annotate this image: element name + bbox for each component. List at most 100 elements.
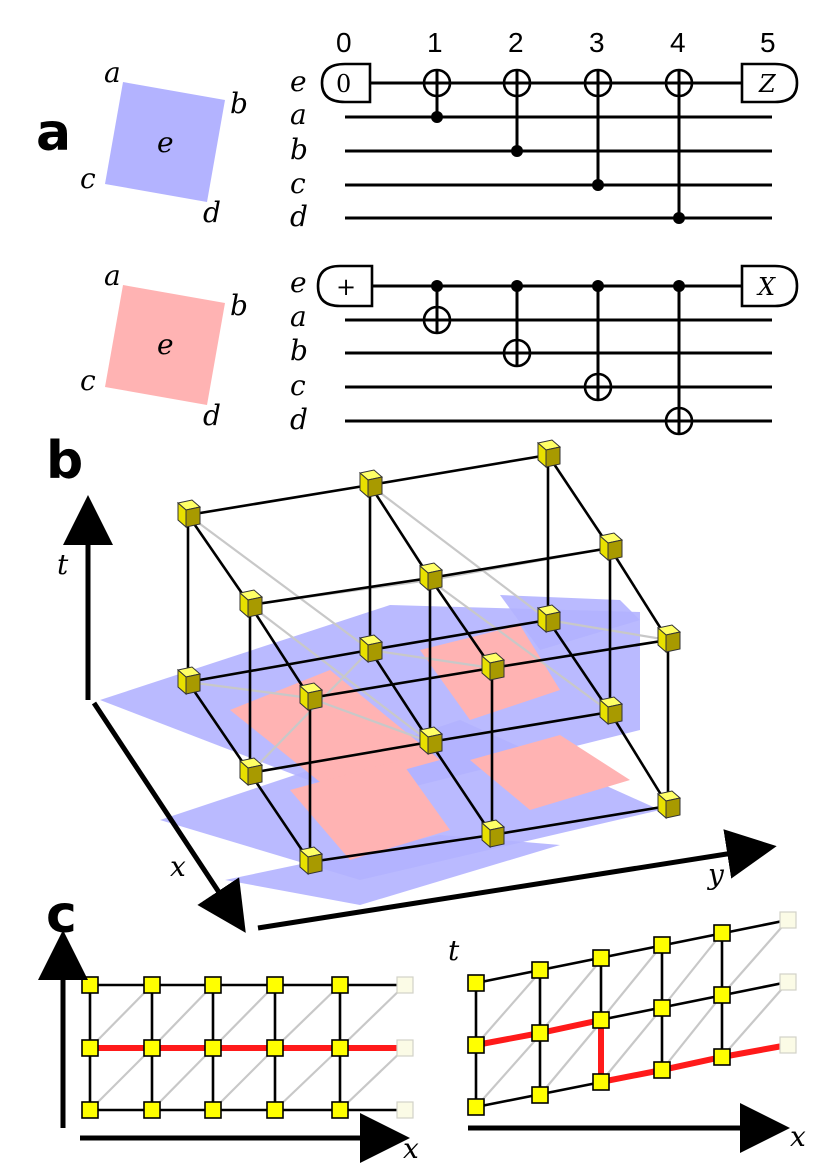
boundary-node: [396, 976, 414, 994]
lattice-node: [176, 499, 202, 529]
init-zero-gate-label: 0: [336, 70, 351, 98]
x-axis-label: x: [403, 1132, 419, 1165]
cnot-gate: [502, 280, 532, 368]
lattice-node: [266, 1039, 284, 1057]
measure-z-gate: [740, 62, 799, 104]
lattice-node: [653, 936, 671, 954]
plaquette-corner-a: a: [104, 56, 121, 89]
spacetime-lattice-3d: t x y: [57, 439, 777, 933]
plaquette-corner-c: c: [80, 364, 96, 397]
lattice-nodes: [467, 911, 797, 1116]
lattice-nodes: [176, 439, 682, 876]
boundary-node: [779, 973, 797, 991]
lattice-node: [531, 961, 549, 979]
lattice-node: [266, 1101, 284, 1119]
lattice-node: [467, 1036, 485, 1054]
panel-label-c: c: [46, 885, 77, 945]
init-plus-gate-label: +: [336, 273, 356, 301]
lattice-node: [598, 532, 624, 562]
lattice-node: [238, 757, 264, 787]
lattice-node: [204, 1101, 222, 1119]
lattice-node: [266, 976, 284, 994]
wire-label-d: d: [290, 200, 308, 233]
wire-label-b: b: [290, 133, 308, 166]
lattice-node: [331, 976, 349, 994]
lattice-node: [480, 819, 506, 849]
lattice-node: [531, 1024, 549, 1042]
cnot-gate: [422, 280, 452, 335]
lattice-node: [592, 1011, 610, 1029]
lattice-node: [418, 726, 444, 756]
lattice-node: [331, 1101, 349, 1119]
t-axis-label: t: [60, 938, 72, 971]
wire-label-c: c: [290, 167, 306, 200]
lattice-node: [298, 682, 324, 712]
blue-plaquette-square: [105, 82, 225, 202]
wire-label-a: a: [290, 300, 307, 333]
step-label: 2: [508, 27, 524, 58]
blue-plaquette: a b c d e: [80, 56, 248, 229]
wire-label-e: e: [290, 266, 307, 299]
boundary-node: [396, 1039, 414, 1057]
lattice-node: [536, 439, 562, 469]
lattice-node: [143, 1101, 161, 1119]
t-axis-label: t: [57, 548, 69, 581]
lattice-node: [204, 1039, 222, 1057]
lattice-node: [358, 634, 384, 664]
wire-label-d: d: [290, 403, 308, 436]
lattice-node: [713, 1048, 731, 1066]
lattice-node: [656, 790, 682, 820]
step-label: 3: [589, 27, 605, 58]
x-stabilizer-circuit: e a b c d: [290, 264, 799, 436]
lattice-node: [298, 846, 324, 876]
wire-label-b: b: [290, 334, 308, 367]
highlight-path: [473, 1016, 791, 1086]
lattice-node: [143, 1039, 161, 1057]
lattice-node: [358, 469, 384, 499]
plaquette-corner-b: b: [230, 289, 248, 322]
plaquette-corner-a: a: [104, 259, 121, 292]
plaquette-corner-b: b: [230, 87, 248, 120]
y-axis-label: y: [706, 858, 725, 891]
x-axis-label: x: [790, 1120, 806, 1153]
lattice-node: [592, 949, 610, 967]
lattice-node: [204, 976, 222, 994]
lattice-node: [656, 624, 682, 654]
lattice-node: [653, 999, 671, 1017]
plaquette-corner-c: c: [80, 162, 96, 195]
plaquette-center-e: e: [157, 328, 174, 361]
lattice-node: [81, 976, 99, 994]
straight-time-lattice: t x: [38, 930, 419, 1165]
t-axis-label: t: [448, 934, 460, 967]
panel-label-b: b: [46, 431, 83, 491]
wire-label-e: e: [290, 65, 307, 98]
y-axis-arrow: [257, 829, 777, 931]
cnot-gate: [422, 68, 452, 123]
z-stabilizer-circuit: 0 1 2 3 4 5 e a b c d: [290, 27, 799, 233]
init-plus-gate: [316, 264, 374, 308]
lattice-node: [480, 652, 506, 682]
skewed-time-lattice: t x: [448, 911, 806, 1153]
measure-z-gate-label: Z: [758, 70, 777, 98]
lattice-node: [531, 1086, 549, 1104]
cnot-gate: [502, 68, 532, 157]
lattice-node: [331, 1039, 349, 1057]
boundary-node: [779, 911, 797, 929]
lattice-node: [81, 1039, 99, 1057]
lattice-edges: [186, 453, 670, 864]
measure-x-gate: [740, 264, 799, 308]
lattice-node: [81, 1101, 99, 1119]
x-axis-arrow: [91, 701, 246, 933]
red-plaquette: a b c d e: [80, 259, 248, 432]
lattice-node: [143, 976, 161, 994]
measure-x-gate-label: X: [756, 273, 776, 301]
lattice-node: [713, 924, 731, 942]
cnot-gate: [583, 68, 613, 191]
lattice-node: [467, 974, 485, 992]
wire-label-c: c: [290, 369, 306, 402]
cnot-gate: [664, 280, 694, 436]
lattice-node: [238, 589, 264, 619]
lattice-node: [598, 696, 624, 726]
lattice-node: [418, 562, 444, 592]
